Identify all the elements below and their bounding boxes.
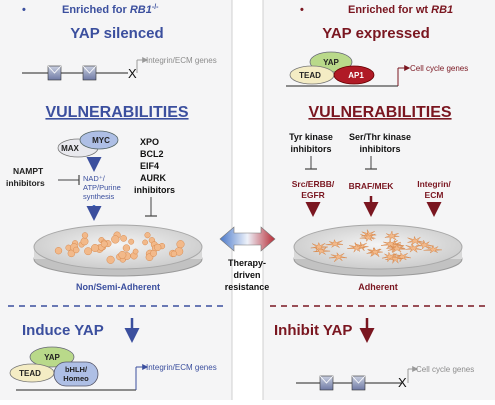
max-label: MAX xyxy=(61,144,79,153)
target-eif4: EIF4 xyxy=(140,161,159,171)
suspended-cell xyxy=(128,238,135,245)
right-dish-label: Adherent xyxy=(358,282,398,292)
suspended-cell xyxy=(132,248,139,255)
braf-label: BRAF/MEK xyxy=(349,181,395,191)
tyr-label-1: Tyr kinase xyxy=(289,132,333,142)
adherent-cell xyxy=(359,232,376,243)
suspended-cell xyxy=(81,232,89,239)
adherent-cell xyxy=(415,239,434,250)
bhlh-protein xyxy=(53,361,99,387)
resistance-label-3: resistance xyxy=(225,282,270,292)
adherent-cell xyxy=(368,247,383,258)
suspended-cell xyxy=(91,244,99,252)
target-xpo: XPO xyxy=(140,137,159,147)
right-cc-genes: Cell cycle genes xyxy=(410,64,468,73)
suspended-cell xyxy=(176,240,185,249)
integrin-label-2: ECM xyxy=(425,190,444,200)
suspended-cells xyxy=(54,231,185,264)
adherent-cells xyxy=(310,229,442,264)
serthr-label-1: Ser/Thr kinase xyxy=(349,132,411,142)
suspended-cell xyxy=(106,255,115,264)
ap1-label: AP1 xyxy=(348,71,364,80)
suspended-cell xyxy=(84,247,93,256)
chromatin-block-4 xyxy=(351,375,366,391)
metabolism-label-1: NAD⁺/ xyxy=(83,174,106,183)
left-silenced-genes: Integrin/ECM genes xyxy=(146,56,217,65)
left-vulnerabilities-title: VULNERABILITIES xyxy=(45,104,188,121)
left-induced-genes: Integrin/ECM genes xyxy=(146,363,217,372)
left-panel xyxy=(0,0,232,400)
right-yap-label: YAP xyxy=(323,58,339,67)
bhlh-label-1: bHLH/ xyxy=(65,365,88,374)
suspended-cell xyxy=(54,247,63,255)
serthr-label-2: inhibitors xyxy=(360,144,401,154)
chromatin-block-3 xyxy=(319,375,334,391)
resistance-double-arrow xyxy=(219,226,276,252)
left-action-label: Induce YAP xyxy=(22,322,104,339)
suspended-cell xyxy=(154,243,162,252)
integrin-label-1: Integrin/ xyxy=(417,179,451,189)
suspended-cell xyxy=(80,237,89,246)
nampt-label-2: inhibitors xyxy=(6,178,45,188)
target-bcl2: BCL2 xyxy=(140,149,164,159)
nampt-label-1: NAMPT xyxy=(13,166,44,176)
adherent-cell xyxy=(347,242,365,253)
right-silenced-genes: Cell cycle genes xyxy=(416,365,474,374)
adherent-cell xyxy=(328,251,348,262)
left-silenced-mark: X xyxy=(128,66,137,81)
chromatin-block-1 xyxy=(47,65,62,81)
resistance-label-1: Therapy- xyxy=(228,258,266,268)
right-silenced-mark: X xyxy=(398,375,407,390)
src-label-1: Src/ERBB/ xyxy=(292,179,335,189)
suspended-cell xyxy=(122,244,131,252)
suspended-cell xyxy=(111,235,120,244)
metabolism-label-3: synthesis xyxy=(83,192,115,201)
left-enriched-label: Enriched for RB1-/- xyxy=(62,4,159,16)
right-action-label: Inhibit YAP xyxy=(274,322,352,339)
left-yap-label: YAP xyxy=(44,353,60,362)
left-enriched-bullet: • xyxy=(22,4,26,16)
ap1-protein xyxy=(333,65,375,85)
adherent-cell xyxy=(310,241,328,252)
adherent-cell xyxy=(407,235,425,246)
left-dish-label: Non/Semi-Adherent xyxy=(76,282,160,292)
suspended-cell xyxy=(150,249,157,257)
metabolism-label-2: ATP/Purine xyxy=(83,183,121,192)
suspended-cell xyxy=(170,250,178,257)
suspended-cell xyxy=(120,235,127,242)
right-enriched-label: Enriched for wt RB1 xyxy=(348,4,453,16)
right-panel xyxy=(263,0,495,400)
left-state-title: YAP silenced xyxy=(70,25,163,42)
right-tead-label: TEAD xyxy=(299,71,321,80)
bhlh-label-2: Homeo xyxy=(63,374,89,383)
suspended-cell xyxy=(142,239,148,246)
suspended-cell xyxy=(72,246,80,254)
right-enriched-bullet: • xyxy=(300,4,304,16)
right-vulnerabilities-title: VULNERABILITIES xyxy=(308,104,451,121)
tyr-label-2: inhibitors xyxy=(291,144,332,154)
adherent-cell xyxy=(384,230,400,242)
adherent-cell xyxy=(423,244,442,254)
left-tead-label: TEAD xyxy=(19,369,41,378)
target-inhibitors: inhibitors xyxy=(134,185,175,195)
adherent-cell xyxy=(393,251,411,263)
resistance-label-2: driven xyxy=(233,270,260,280)
myc-label: MYC xyxy=(92,136,110,145)
target-aurk: AURK xyxy=(140,173,166,183)
adherent-cell xyxy=(385,252,404,264)
myc-protein xyxy=(79,130,119,150)
adherent-cell xyxy=(405,243,422,253)
chromatin-block-2 xyxy=(82,65,97,81)
adherent-cell xyxy=(381,251,398,262)
suspended-cell xyxy=(100,240,108,248)
src-label-2: EGFR xyxy=(301,190,325,200)
right-state-title: YAP expressed xyxy=(322,25,430,42)
suspended-cell xyxy=(118,250,127,259)
adherent-cell xyxy=(325,238,344,248)
adherent-cell xyxy=(387,242,406,254)
suspended-cell xyxy=(144,232,151,239)
